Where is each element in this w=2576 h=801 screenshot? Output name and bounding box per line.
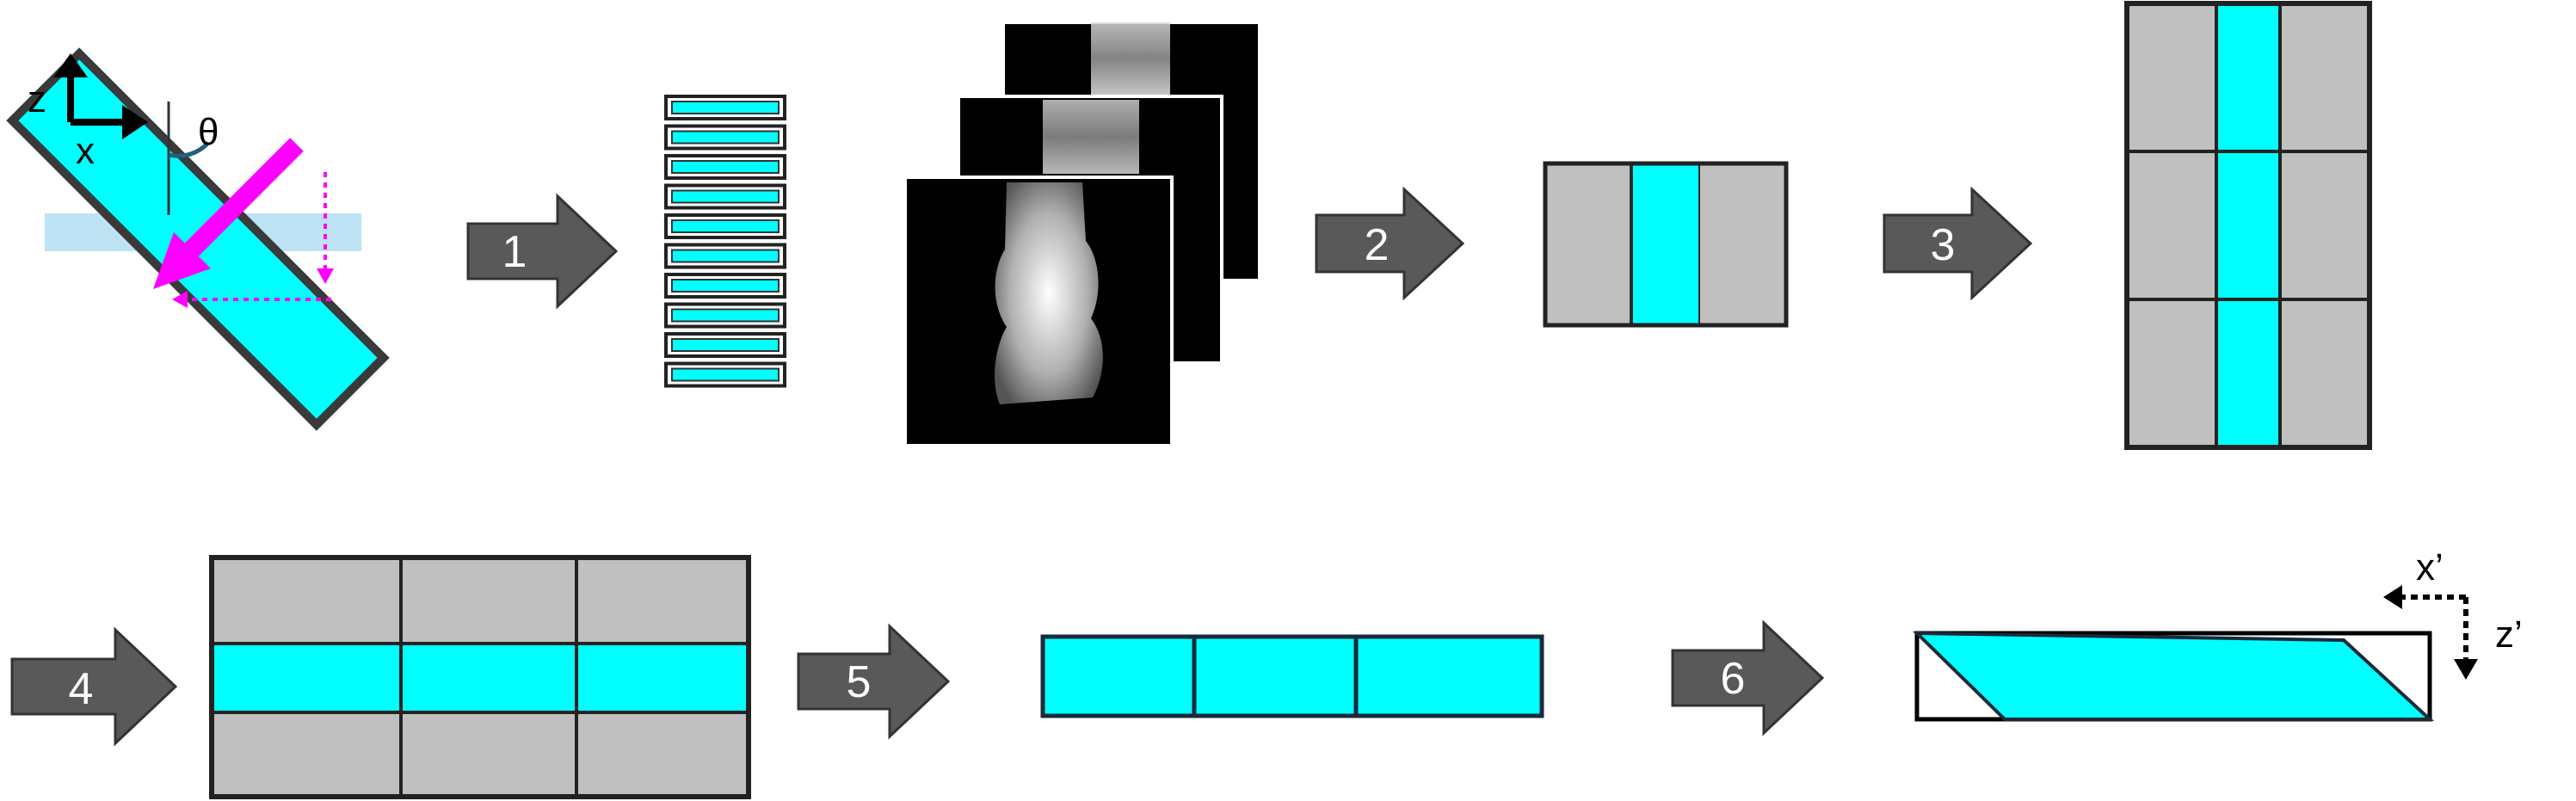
grid-cell-gray xyxy=(399,556,578,645)
grid-cell-gray xyxy=(210,711,403,798)
magenta-direction-arrow xyxy=(169,138,304,272)
sheared-cyan-parallelogram xyxy=(1913,631,2435,721)
slice-cyan xyxy=(671,130,780,145)
x-axis-label: x xyxy=(76,130,95,172)
strip-segment-2 xyxy=(1192,634,1359,718)
block-arrow-right-icon xyxy=(466,193,619,310)
cyan-strip xyxy=(1040,634,1544,718)
grid-cell-cyan xyxy=(399,642,578,714)
strip-segment-3 xyxy=(1353,634,1544,718)
step-arrow-1: 1 xyxy=(466,193,619,310)
slice-cyan xyxy=(671,338,780,352)
step-label-2: 2 xyxy=(1365,220,1390,270)
grid-frame xyxy=(2124,1,2372,450)
slice-cyan xyxy=(671,189,780,204)
step-arrow-2: 2 xyxy=(1315,186,1465,301)
grid-cell-gray xyxy=(2125,2,2218,153)
grid-cell-gray xyxy=(575,711,750,798)
magenta-arrowhead-icon xyxy=(153,232,211,289)
grid-cell-gray xyxy=(2125,150,2218,301)
slice-cyan xyxy=(671,367,780,382)
grid-cell-gray xyxy=(2125,298,2218,449)
vertical-tiled-grid xyxy=(2124,1,2372,450)
step-label-3: 3 xyxy=(1931,220,1956,270)
block-arrow-right-icon xyxy=(1883,186,2033,301)
grid-cell-cyan xyxy=(2215,2,2282,153)
grid-cell-cyan xyxy=(575,642,750,714)
slice-cyan xyxy=(671,160,780,174)
z-prime-label: z’ xyxy=(2495,613,2523,656)
block-arrow-right-icon xyxy=(797,623,951,740)
fiber-image xyxy=(995,182,1103,404)
slice-cyan xyxy=(671,279,780,293)
step-arrow-3: 3 xyxy=(1883,186,2033,301)
single-cell-right-gray xyxy=(1700,163,1786,325)
micrograph-stack xyxy=(903,21,1261,447)
block-arrow-right-icon xyxy=(1315,186,1465,301)
strip-segment-1 xyxy=(1040,634,1197,718)
axis_solid-arrows-icon xyxy=(53,53,148,139)
grid-cell-cyan xyxy=(210,642,403,714)
step-label-6: 6 xyxy=(1721,654,1746,704)
step-arrow-5: 5 xyxy=(797,623,951,740)
x-prime-label: x’ xyxy=(2416,546,2444,588)
grid-cell-gray xyxy=(2278,2,2371,153)
grid-cell-gray xyxy=(575,556,750,645)
slice-cyan xyxy=(671,249,780,263)
slice-stack xyxy=(664,95,786,388)
block-arrow-right-icon xyxy=(1671,619,1825,736)
step-label-4: 4 xyxy=(69,664,94,714)
step-arrow-6: 6 xyxy=(1671,619,1825,736)
block-arrow-right-icon xyxy=(10,626,178,747)
dotted-projection-arrowhead-icon xyxy=(317,268,334,284)
tilted-sample-diagram: θ z x xyxy=(6,47,390,431)
step-label-5: 5 xyxy=(847,657,872,707)
step-label-1: 1 xyxy=(502,227,527,277)
single-cell-cyan xyxy=(1630,162,1702,327)
grid-cell-cyan xyxy=(2215,298,2282,449)
grid-cell-cyan xyxy=(2215,150,2282,301)
grid-cell-gray xyxy=(2278,298,2371,449)
sheared-sample: x’ z’ xyxy=(1913,546,2523,722)
single-cell-frame xyxy=(1543,161,1789,328)
grid-frame xyxy=(209,555,751,799)
grid-cell-gray xyxy=(2278,150,2371,301)
dotted-projection-arrowhead-h-icon xyxy=(172,291,188,308)
step-arrow-4: 4 xyxy=(10,626,178,747)
grid-cell-gray xyxy=(399,711,578,798)
slice-cyan xyxy=(671,308,780,323)
z-axis-label: z xyxy=(28,78,46,120)
axis_dotted-arrows-icon xyxy=(2383,585,2478,680)
slice-cyan xyxy=(671,101,780,114)
single-cell-left-gray xyxy=(1545,163,1631,325)
slice-cyan xyxy=(671,219,780,233)
theta-label: θ xyxy=(198,111,219,153)
theta-arc xyxy=(168,141,210,158)
horizontal-tiled-grid xyxy=(209,555,751,799)
single-cell xyxy=(1543,161,1789,328)
grid-cell-gray xyxy=(210,556,403,645)
